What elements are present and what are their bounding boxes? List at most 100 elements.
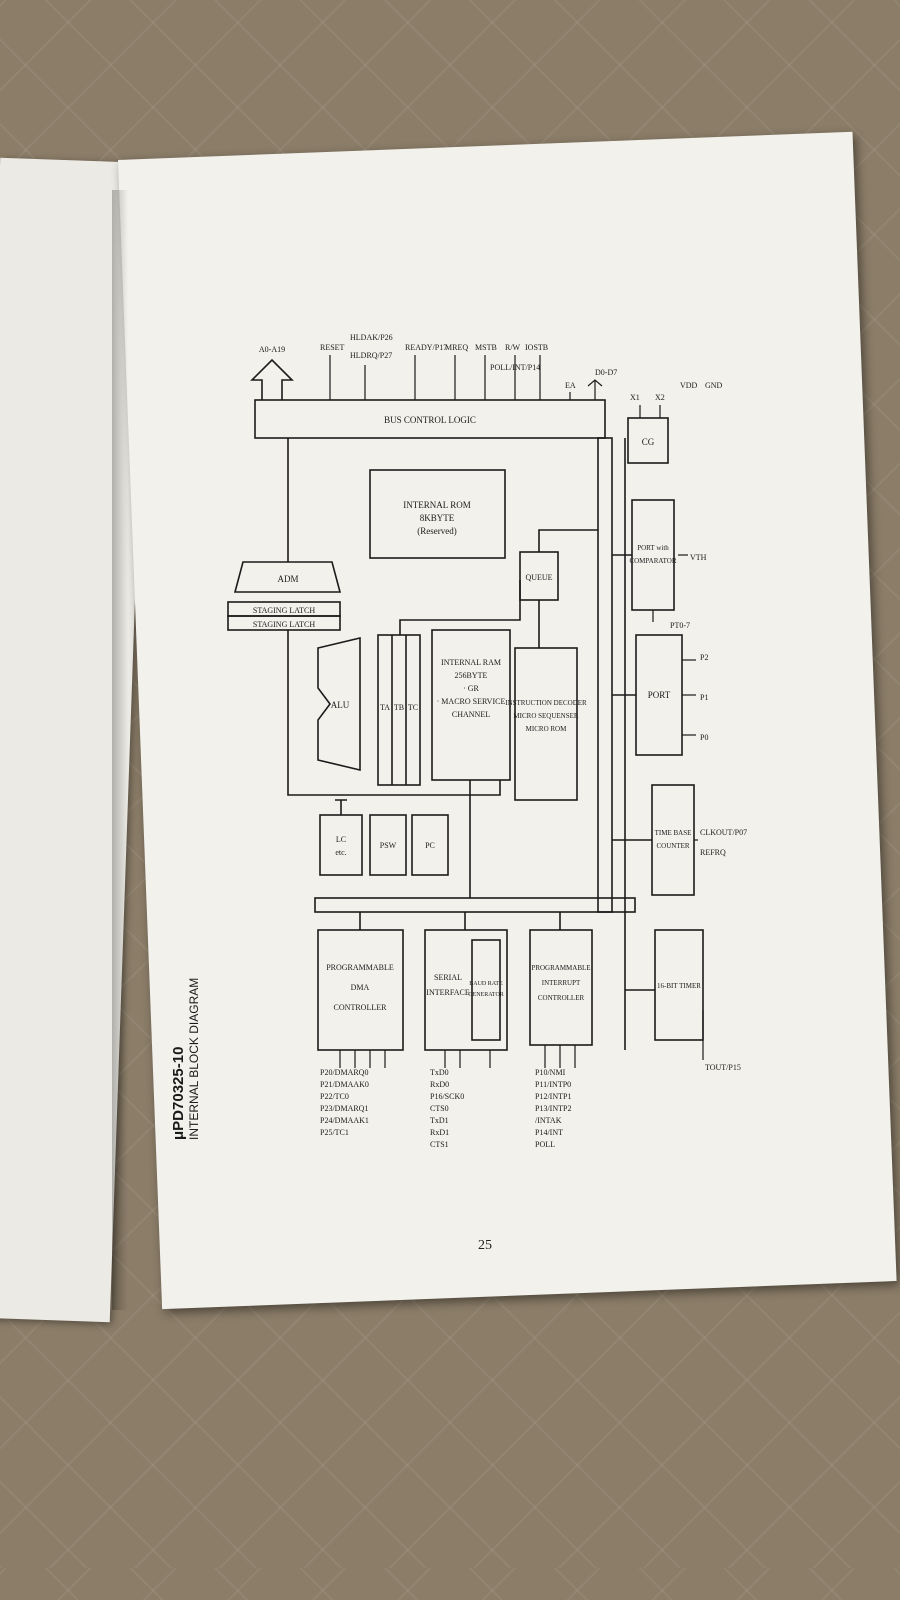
pic-label-2: INTERRUPT	[542, 979, 581, 987]
serial-signal-4: CTS0	[430, 1104, 449, 1113]
signal-tout: TOUT/P15	[705, 1063, 741, 1072]
comparator-label-2: COMPARATOR	[629, 557, 676, 565]
pic-signal-3: P12/INTP1	[535, 1092, 571, 1101]
rom-label-2: 8KBYTE	[420, 513, 455, 523]
tbc-label-1: TIME BASE	[655, 829, 692, 837]
lc-block	[319, 814, 363, 876]
decoder-label-2: MICRO SEQUENSER	[513, 712, 578, 720]
instruction-decoder-block	[514, 647, 578, 801]
16-bit-timer-block	[654, 929, 704, 1041]
internal-bus	[314, 897, 636, 913]
internal-rom-block	[369, 469, 506, 559]
serial-signal-1: TxD0	[430, 1068, 449, 1077]
diagram-heading: INTERNAL BLOCK DIAGRAM	[187, 977, 201, 1140]
signal-pt: PT0-7	[670, 621, 690, 630]
pic-signal-2: P11/INTP0	[535, 1080, 571, 1089]
decoder-label-1: INSTRUCTION DECODER	[505, 699, 587, 707]
dma-label-1: PROGRAMMABLE	[326, 963, 394, 972]
signal-refrq: REFRQ	[700, 848, 726, 857]
dma-signal-3: P22/TC0	[320, 1092, 349, 1101]
serial-signal-7: CTS1	[430, 1140, 449, 1149]
serial-signal-6: RxD1	[430, 1128, 449, 1137]
cg-block	[627, 417, 669, 464]
signal-mstb: MSTB	[475, 343, 497, 352]
staging-label-2: STAGING LATCH	[253, 620, 315, 629]
pic-signal-6: P14/INT	[535, 1128, 563, 1137]
ta-label: TA	[380, 703, 390, 712]
signal-p1: P1	[700, 693, 708, 702]
serial-label-1: SERIAL	[434, 973, 462, 982]
comparator-label-1: PORT with	[637, 544, 669, 552]
signal-x1: X1	[630, 393, 640, 402]
bus-control-label: BUS CONTROL LOGIC	[384, 415, 476, 425]
signal-p2: P2	[700, 653, 708, 662]
page-number: 25	[478, 1238, 492, 1253]
tc-label: TC	[408, 703, 418, 712]
ram-label-5: CHANNEL	[452, 710, 490, 719]
signal-x2: X2	[655, 393, 665, 402]
staging-latch-2	[227, 615, 341, 631]
block-diagram: BUS CONTROL LOGIC CG INTERNAL ROM 8KBYTE…	[200, 330, 760, 1230]
pic-label-3: CONTROLLER	[538, 994, 585, 1002]
internal-ram-block	[431, 629, 511, 781]
signal-p0: P0	[700, 733, 708, 742]
tb-label: TB	[394, 703, 404, 712]
dma-signal-1: P20/DMARQ0	[320, 1068, 368, 1077]
book-gutter	[112, 190, 128, 1310]
pc-label: PC	[425, 841, 435, 850]
pic-signal-4: P13/INTP2	[535, 1104, 571, 1113]
alu-label: ALU	[331, 700, 350, 710]
pic-signal-7: POLL	[535, 1140, 555, 1149]
ta-tb-tc-block	[377, 634, 421, 786]
signal-ready: READY/P17	[405, 343, 447, 352]
dma-signal-5: P24/DMAAK1	[320, 1116, 369, 1125]
serial-signal-2: RxD0	[430, 1080, 449, 1089]
signal-mreq: MREQ	[445, 343, 468, 352]
serial-signal-5: TxD1	[430, 1116, 449, 1125]
dma-signal-4: P23/DMARQ1	[320, 1104, 368, 1113]
pic-signal-5: /INTAK	[535, 1116, 562, 1125]
rom-label-1: INTERNAL ROM	[403, 500, 470, 510]
signal-gnd: GND	[705, 381, 723, 390]
part-number: μPD70325-10	[170, 1046, 187, 1140]
serial-interface-block	[424, 929, 508, 1051]
pic-label-1: PROGRAMMABLE	[531, 964, 590, 972]
lc-label-2: etc.	[335, 848, 346, 857]
address-bus-arrow	[250, 358, 294, 400]
bus-arrow-lc	[335, 799, 347, 815]
psw-block	[369, 814, 407, 876]
signal-rw: R/W	[505, 343, 521, 352]
pic-signal-1: P10/NMI	[535, 1068, 566, 1077]
signal-hldrq: HLDRQ/P27	[350, 351, 392, 360]
signal-reset: RESET	[320, 343, 345, 352]
dma-label-3: CONTROLLER	[334, 1003, 388, 1012]
ram-label-3: · GR	[463, 684, 479, 693]
tbc-label-2: COUNTER	[656, 842, 689, 850]
lc-label-1: LC	[336, 835, 346, 844]
internal-data-bus-vertical	[597, 437, 613, 913]
staging-label-1: STAGING LATCH	[253, 606, 315, 615]
baud-rate-generator-block	[471, 939, 501, 1041]
serial-label-2: INTERFACE	[426, 988, 470, 997]
timer-label: 16-BIT TIMER	[657, 982, 701, 990]
baud-label-2: GENERATOR	[468, 992, 504, 998]
rom-label-3: (Reserved)	[417, 526, 456, 536]
interrupt-controller-block	[529, 929, 593, 1046]
adm-block	[233, 561, 342, 593]
cg-label: CG	[642, 437, 655, 447]
serial-signal-3: P16/SCK0	[430, 1092, 464, 1101]
page-title: μPD70325-10 INTERNAL BLOCK DIAGRAM	[170, 910, 201, 1140]
signal-iostb: IOSTB	[525, 343, 548, 352]
port-comparator-block	[631, 499, 675, 611]
signal-clkout: CLKOUT/P07	[700, 828, 747, 837]
signal-vdd: VDD	[680, 381, 698, 390]
signal-vth: VTH	[690, 553, 707, 562]
queue-label: QUEUE	[525, 573, 552, 582]
signal-ea: EA	[565, 381, 576, 390]
dma-signal-2: P21/DMAAK0	[320, 1080, 369, 1089]
bus-control-logic-block	[254, 399, 606, 439]
queue-link	[538, 529, 598, 552]
ram-label-2: 256BYTE	[455, 671, 488, 680]
signal-hldak: HLDAK/P26	[350, 333, 393, 342]
time-base-counter-block	[651, 784, 695, 896]
